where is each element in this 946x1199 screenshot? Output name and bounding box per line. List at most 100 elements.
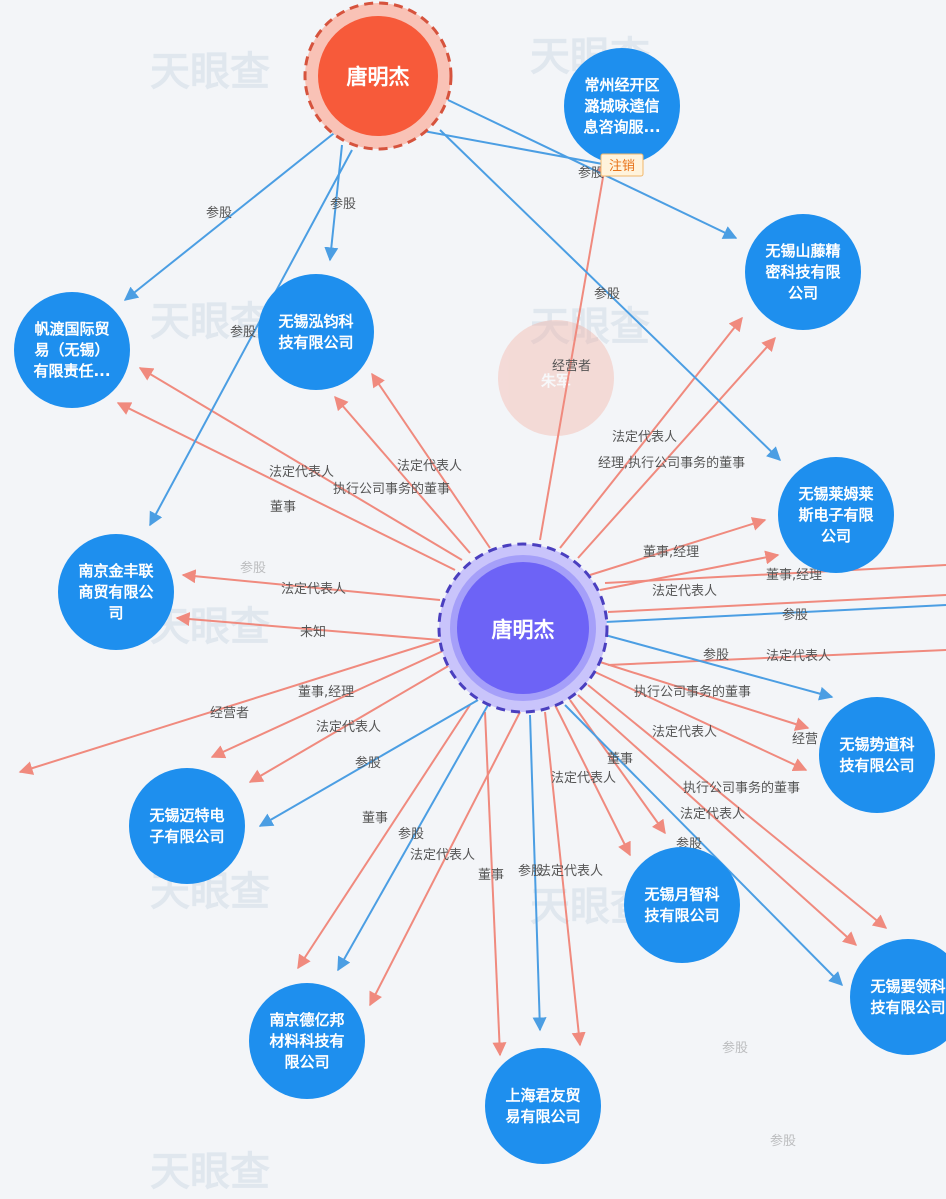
edge-offscreen-right [604,564,946,584]
company-name-line: 南京金丰联 [78,562,154,580]
edge-label: 法定代表人 [410,848,475,863]
edge-label: 未知 [300,624,326,640]
watermark-logo: 天眼查 [530,304,650,350]
edge-offscreen-right [607,594,946,613]
company-circle [850,939,946,1055]
person-name: 唐明杰 [347,65,410,89]
ghost-person-name: 朱军 [541,372,571,390]
edge-label: 经营 [792,732,818,747]
company-circle [14,292,130,408]
status-badge-label: 注销 [609,159,635,174]
company-circle [745,214,861,330]
edge-offscreen-right [607,649,946,666]
edge-label: 参股 [578,165,604,181]
watermark-layer: 天眼查 天眼查 天眼查 天眼查 天眼查 天眼查 天眼查 天眼查 [150,34,650,1195]
edge-label: 董事 [362,811,388,826]
edge-legal-junyou [544,711,586,1047]
edge-invest-deyibang [337,704,489,972]
edge-label: 参股 [355,755,381,771]
edge-unknown-jinfeng [175,612,441,641]
edge-legal-jinfeng [181,569,441,601]
edge-legal-fandu [138,367,463,561]
edge-director-laimu [589,517,767,576]
edge-director-fandu [116,402,456,571]
edge-invest-hongjun [324,144,343,262]
company-name-line: 技有限公司 [839,757,914,775]
edge-label: 执行公司事务的董事 [333,481,450,497]
person-dashed-ring [437,542,609,714]
edge-invest-offscreen [604,604,946,623]
faint-edge-label: 参股 [240,560,266,576]
edge-exec-shanteng [577,336,776,559]
person-name: 唐明杰 [492,618,555,642]
edge-operator-offscreen [18,639,441,775]
edge-label: 法定代表人 [269,465,334,480]
edge-label: 参股 [703,647,729,663]
edge-invest-shidao [604,634,834,701]
edge-label: 董事 [270,500,296,515]
person-dashed-ring [303,1,453,151]
person-node-main[interactable]: 唐明杰 [437,542,609,714]
edges-invest [123,99,946,1032]
company-circle [129,768,245,884]
edge-invest-junyou [529,714,547,1032]
company-name-line: 无锡莱姆莱 [797,485,873,503]
company-circle [564,48,680,164]
edge-label: 执行公司事务的董事 [634,684,751,700]
company-name-line: 材料科技有 [269,1032,344,1050]
edge-label: 参股 [330,196,356,212]
edge-label: 法定代表人 [551,771,616,786]
edge-label: 参股 [206,205,232,221]
company-name-line: 公司 [788,284,818,302]
edge-legal-deyibang [369,711,521,1007]
company-name-line: 司 [108,604,123,622]
edge-label: 法定代表人 [538,864,603,879]
edge-invest-jinfeng [149,149,353,527]
faint-edge-label: 参股 [722,1040,748,1056]
company-name-line: 商贸有限公 [78,583,153,601]
edge-label: 参股 [594,286,620,302]
company-circle [485,1048,601,1164]
edge-label: 董事 [607,752,633,767]
edge-legal-yuezhi [569,699,666,835]
edge-invest-fandu [123,129,339,301]
edge-operator-changzhou [539,158,611,541]
company-circle [58,534,174,650]
company-circle [778,457,894,573]
company-node-fandu[interactable]: 帆渡国际贸易（无锡）有限责任... [14,292,130,408]
edge-legal-hongjun [371,372,491,549]
company-name-line: 潞城咏逵信 [584,97,659,115]
edge-exec-yaoling [587,684,888,929]
person-node-secondary[interactable]: 唐明杰 [303,1,453,151]
person-circle [318,16,438,136]
company-name-line: 易有限公司 [505,1108,580,1126]
edge-label: 法定代表人 [652,725,717,740]
edge-director-yuezhi [554,704,631,857]
ghost-person-node[interactable]: 朱军 [498,320,614,436]
edge-director-maite [210,649,446,759]
edge-label: 法定代表人 [397,459,462,474]
edge-label: 参股 [230,324,256,340]
edge-label: 经理,执行公司事务的董事 [598,455,745,471]
edge-legal-shidao [594,671,808,772]
edge-label: 参股 [398,826,424,842]
edges-manage [18,158,946,1057]
edge-exec-shidao [599,661,810,731]
edge-label: 法定代表人 [612,430,677,445]
edge-legal-shanteng [559,316,743,549]
company-circle [819,697,935,813]
company-name-line: 无锡迈特电 [148,807,224,825]
edge-legal-laimu [599,550,780,591]
